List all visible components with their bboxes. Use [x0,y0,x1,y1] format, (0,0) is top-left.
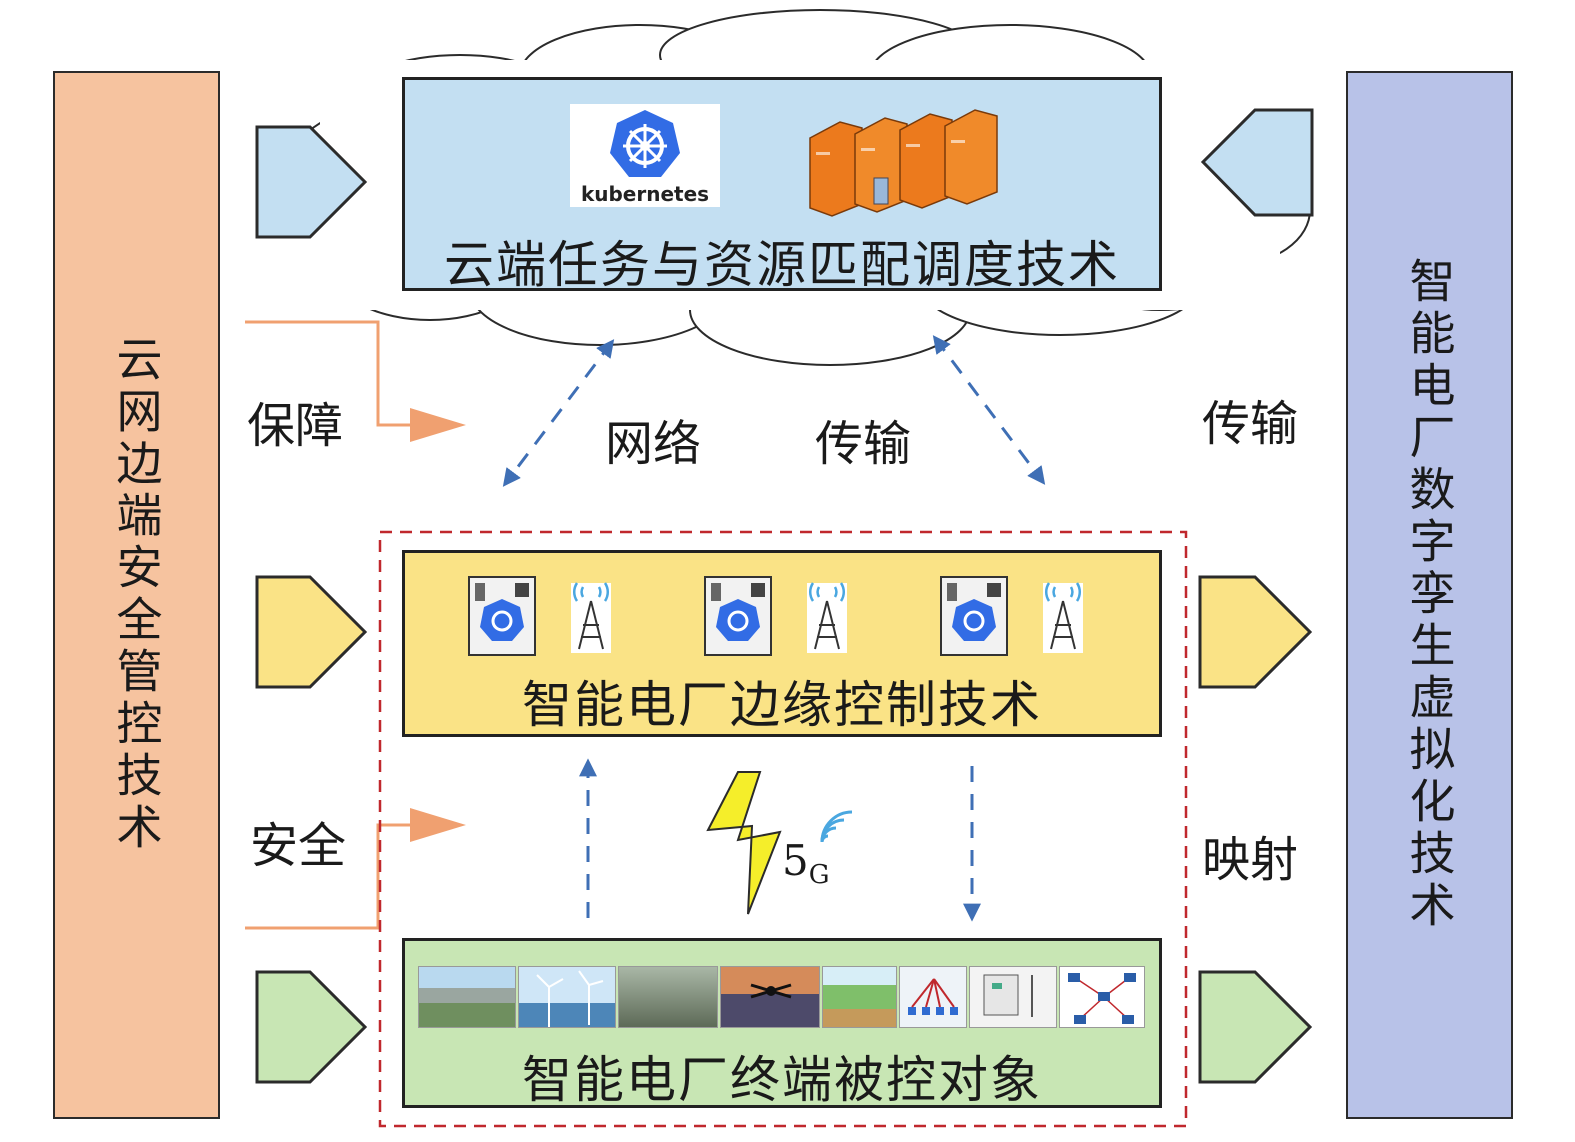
security-label: 安全 [250,818,347,874]
edge-node-3 [939,575,1089,661]
cloud-layer-title: 云端任务与资源匹配调度技术 [444,236,1120,294]
left-edge-pointer [255,575,368,689]
fiveg-label: 5G [782,836,830,890]
kubernetes-logo: kubernetes [570,104,720,207]
network-arrow-left [502,339,615,487]
network-topology-image [1059,966,1145,1028]
control-cabinet-image [969,966,1057,1028]
edge-node-1 [467,575,617,661]
edge-layer-title: 智能电厂边缘控制技术 [522,676,1042,734]
edge-terminal-boundary [378,530,1188,1128]
transmission-label-mid: 传输 [815,416,912,472]
substation-image [418,966,516,1028]
sensor-network-image [899,966,967,1028]
left-panel-text: 云网边端安全管控技术 [109,335,164,855]
left-security-panel: 云网边端安全管控技术 [53,71,220,1119]
right-edge-pointer [1198,575,1313,689]
edge-server-icon [468,576,611,656]
hydro-dam-image [822,966,897,1028]
edge-node-2 [703,575,853,661]
edge-server-icon [704,576,847,656]
edge-server-icon [940,576,1083,656]
wind-turbine-image [518,966,616,1028]
right-panel-text: 智能电厂数字孪生虚拟化技术 [1402,257,1457,933]
network-arrow-right [932,335,1046,485]
transmission-label-right: 传输 [1202,396,1299,452]
drone-solar-image [720,966,820,1028]
security-arrow-head [410,808,466,842]
fiveg-main: 5 [782,836,809,885]
guarantee-arrow-head [410,408,466,442]
cloud-layer-box: kubernetes 云端任务与资源匹配调度技术 [402,77,1162,294]
left-cloud-pointer [255,125,368,239]
signal-icon [820,810,853,843]
mapping-label: 映射 [1202,832,1299,888]
lightning-bolt-icon [706,771,782,915]
fiveg-sub: G [808,860,830,890]
right-cloud-pointer [1200,108,1314,217]
server-rack-icon [809,109,998,217]
right-terminal-pointer [1198,970,1313,1084]
network-label: 网络 [605,416,702,472]
kubernetes-logo-text: kubernetes [580,182,710,206]
right-digital-twin-panel: 智能电厂数字孪生虚拟化技术 [1346,71,1513,1119]
kubernetes-icon [610,110,680,177]
left-terminal-pointer [255,970,368,1084]
orange-connectors [245,320,420,930]
power-equipment-image [618,966,718,1028]
guarantee-label: 保障 [247,398,344,454]
terminal-layer-title: 智能电厂终端被控对象 [522,1051,1042,1109]
edge-layer-box: 智能电厂边缘控制技术 [402,550,1162,737]
